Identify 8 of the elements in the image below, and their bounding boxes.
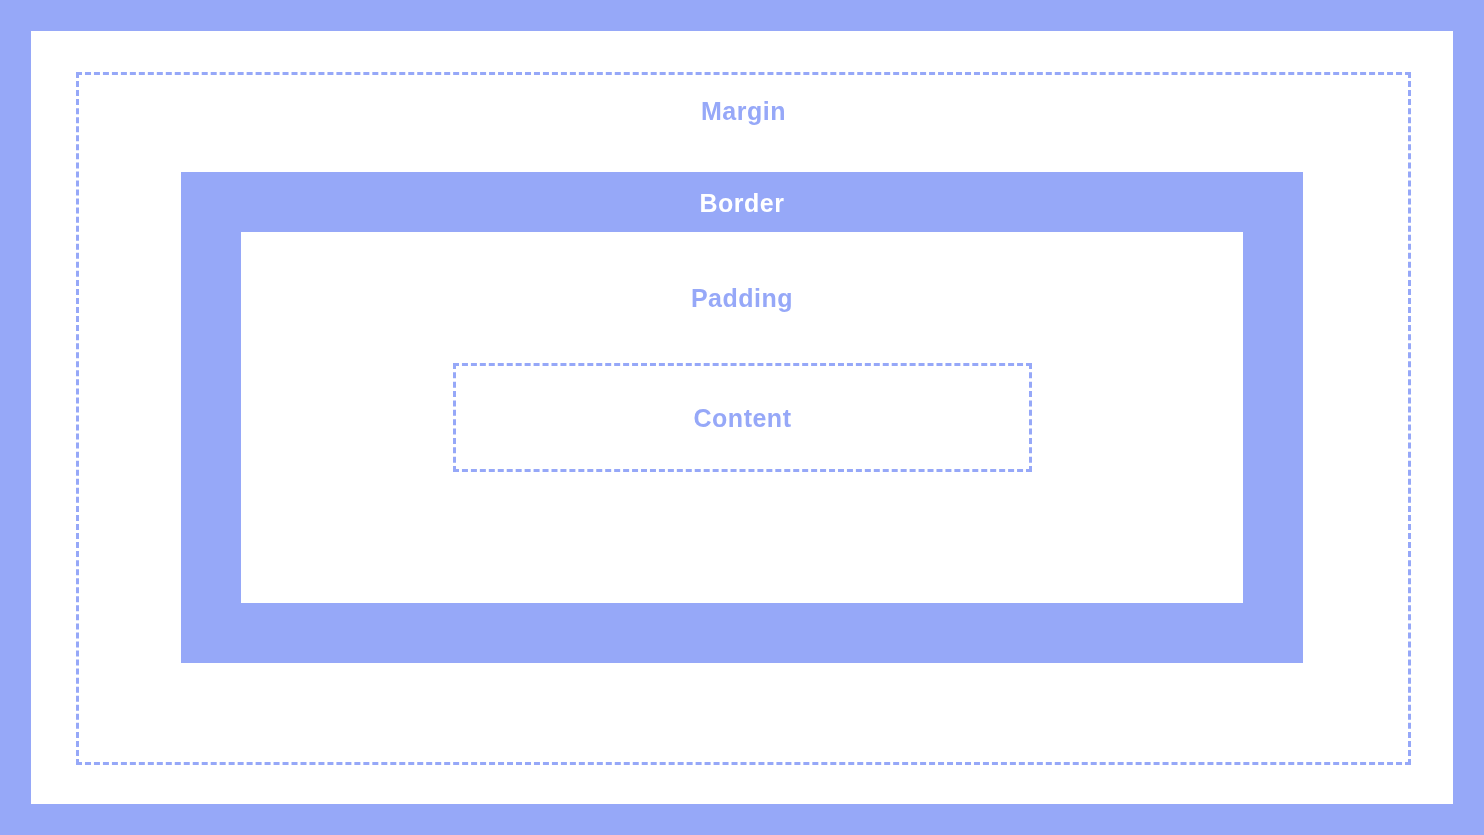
margin-label: Margin: [701, 97, 786, 125]
padding-area: [241, 232, 1243, 603]
border-band: [181, 172, 1303, 663]
padding-label: Padding: [690, 284, 794, 312]
content-label: Content: [693, 403, 792, 432]
border-label: Border: [699, 189, 785, 217]
margin-area: [76, 72, 1411, 765]
content-area: [453, 363, 1032, 472]
